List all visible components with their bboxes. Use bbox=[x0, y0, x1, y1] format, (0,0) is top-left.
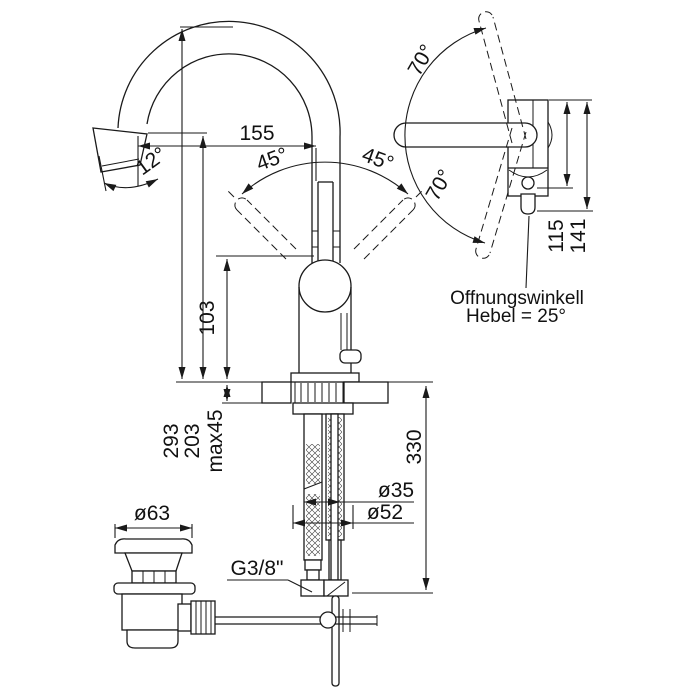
mounting-washer bbox=[292, 402, 354, 415]
dim-label-swivel-right: 70° bbox=[422, 166, 458, 205]
dim-label-deck-thickness: max45 bbox=[204, 409, 227, 472]
lever-swing-45 bbox=[225, 161, 425, 260]
drain-assembly bbox=[113, 538, 216, 649]
dim-label-spout-height: 293 bbox=[160, 423, 183, 458]
top-view-lever bbox=[393, 122, 538, 148]
note-opening-angle-line1: Offnungswinkell bbox=[450, 288, 584, 309]
dim-label-plug-diameter: ø63 bbox=[134, 502, 170, 525]
dim-label-outlet-height: 203 bbox=[181, 423, 204, 458]
lever-handle bbox=[312, 181, 340, 262]
base-flange bbox=[290, 372, 360, 383]
connection-nuts bbox=[300, 579, 349, 597]
dim-label-shank-diameter: ø35 bbox=[378, 479, 414, 502]
popup-rod-upper bbox=[330, 413, 339, 581]
dimensions-top: 115 141 bbox=[537, 99, 593, 254]
note-opening-angle-line2: Hebel = 25° bbox=[466, 306, 566, 327]
dim-label-under-deck-length: 330 bbox=[403, 429, 426, 464]
dim-label-swivel-left: 70° bbox=[404, 41, 440, 80]
dim-label-spout-reach: 155 bbox=[239, 122, 274, 145]
top-view-spout-stub bbox=[520, 193, 536, 215]
spout-gooseneck bbox=[92, 20, 341, 263]
top-view: 70° 70° 115 141 Offnungswinkell Hebel = … bbox=[393, 11, 593, 327]
popup-linkage bbox=[214, 595, 378, 687]
deck-section-left bbox=[261, 381, 292, 404]
dim-label-pivot-height: 103 bbox=[196, 300, 219, 335]
dim-label-lever-tilt-left: 45° bbox=[253, 143, 291, 175]
dim-label-lever-tilt-right: 45° bbox=[359, 143, 397, 175]
dim-label-body-length: 115 bbox=[545, 219, 568, 252]
dim-label-base-diameter: ø52 bbox=[367, 501, 403, 524]
top-view-cartridge bbox=[521, 176, 535, 190]
ball-joint bbox=[298, 259, 352, 313]
dim-label-overall-length: 141 bbox=[567, 218, 590, 253]
side-view: 155 12° 45° 45° 103 293 203 max45 bbox=[92, 20, 433, 687]
lever-swivel-70 bbox=[404, 11, 527, 259]
spout-nozzle bbox=[92, 127, 148, 173]
deck-section-right bbox=[343, 381, 389, 404]
threaded-shank bbox=[294, 382, 344, 403]
popup-knob bbox=[339, 313, 362, 364]
supply-hoses bbox=[303, 413, 345, 581]
dim-label-supply-thread: G3/8" bbox=[231, 557, 284, 580]
dimensions-side: 155 12° 45° 45° 103 293 203 max45 bbox=[98, 26, 433, 594]
